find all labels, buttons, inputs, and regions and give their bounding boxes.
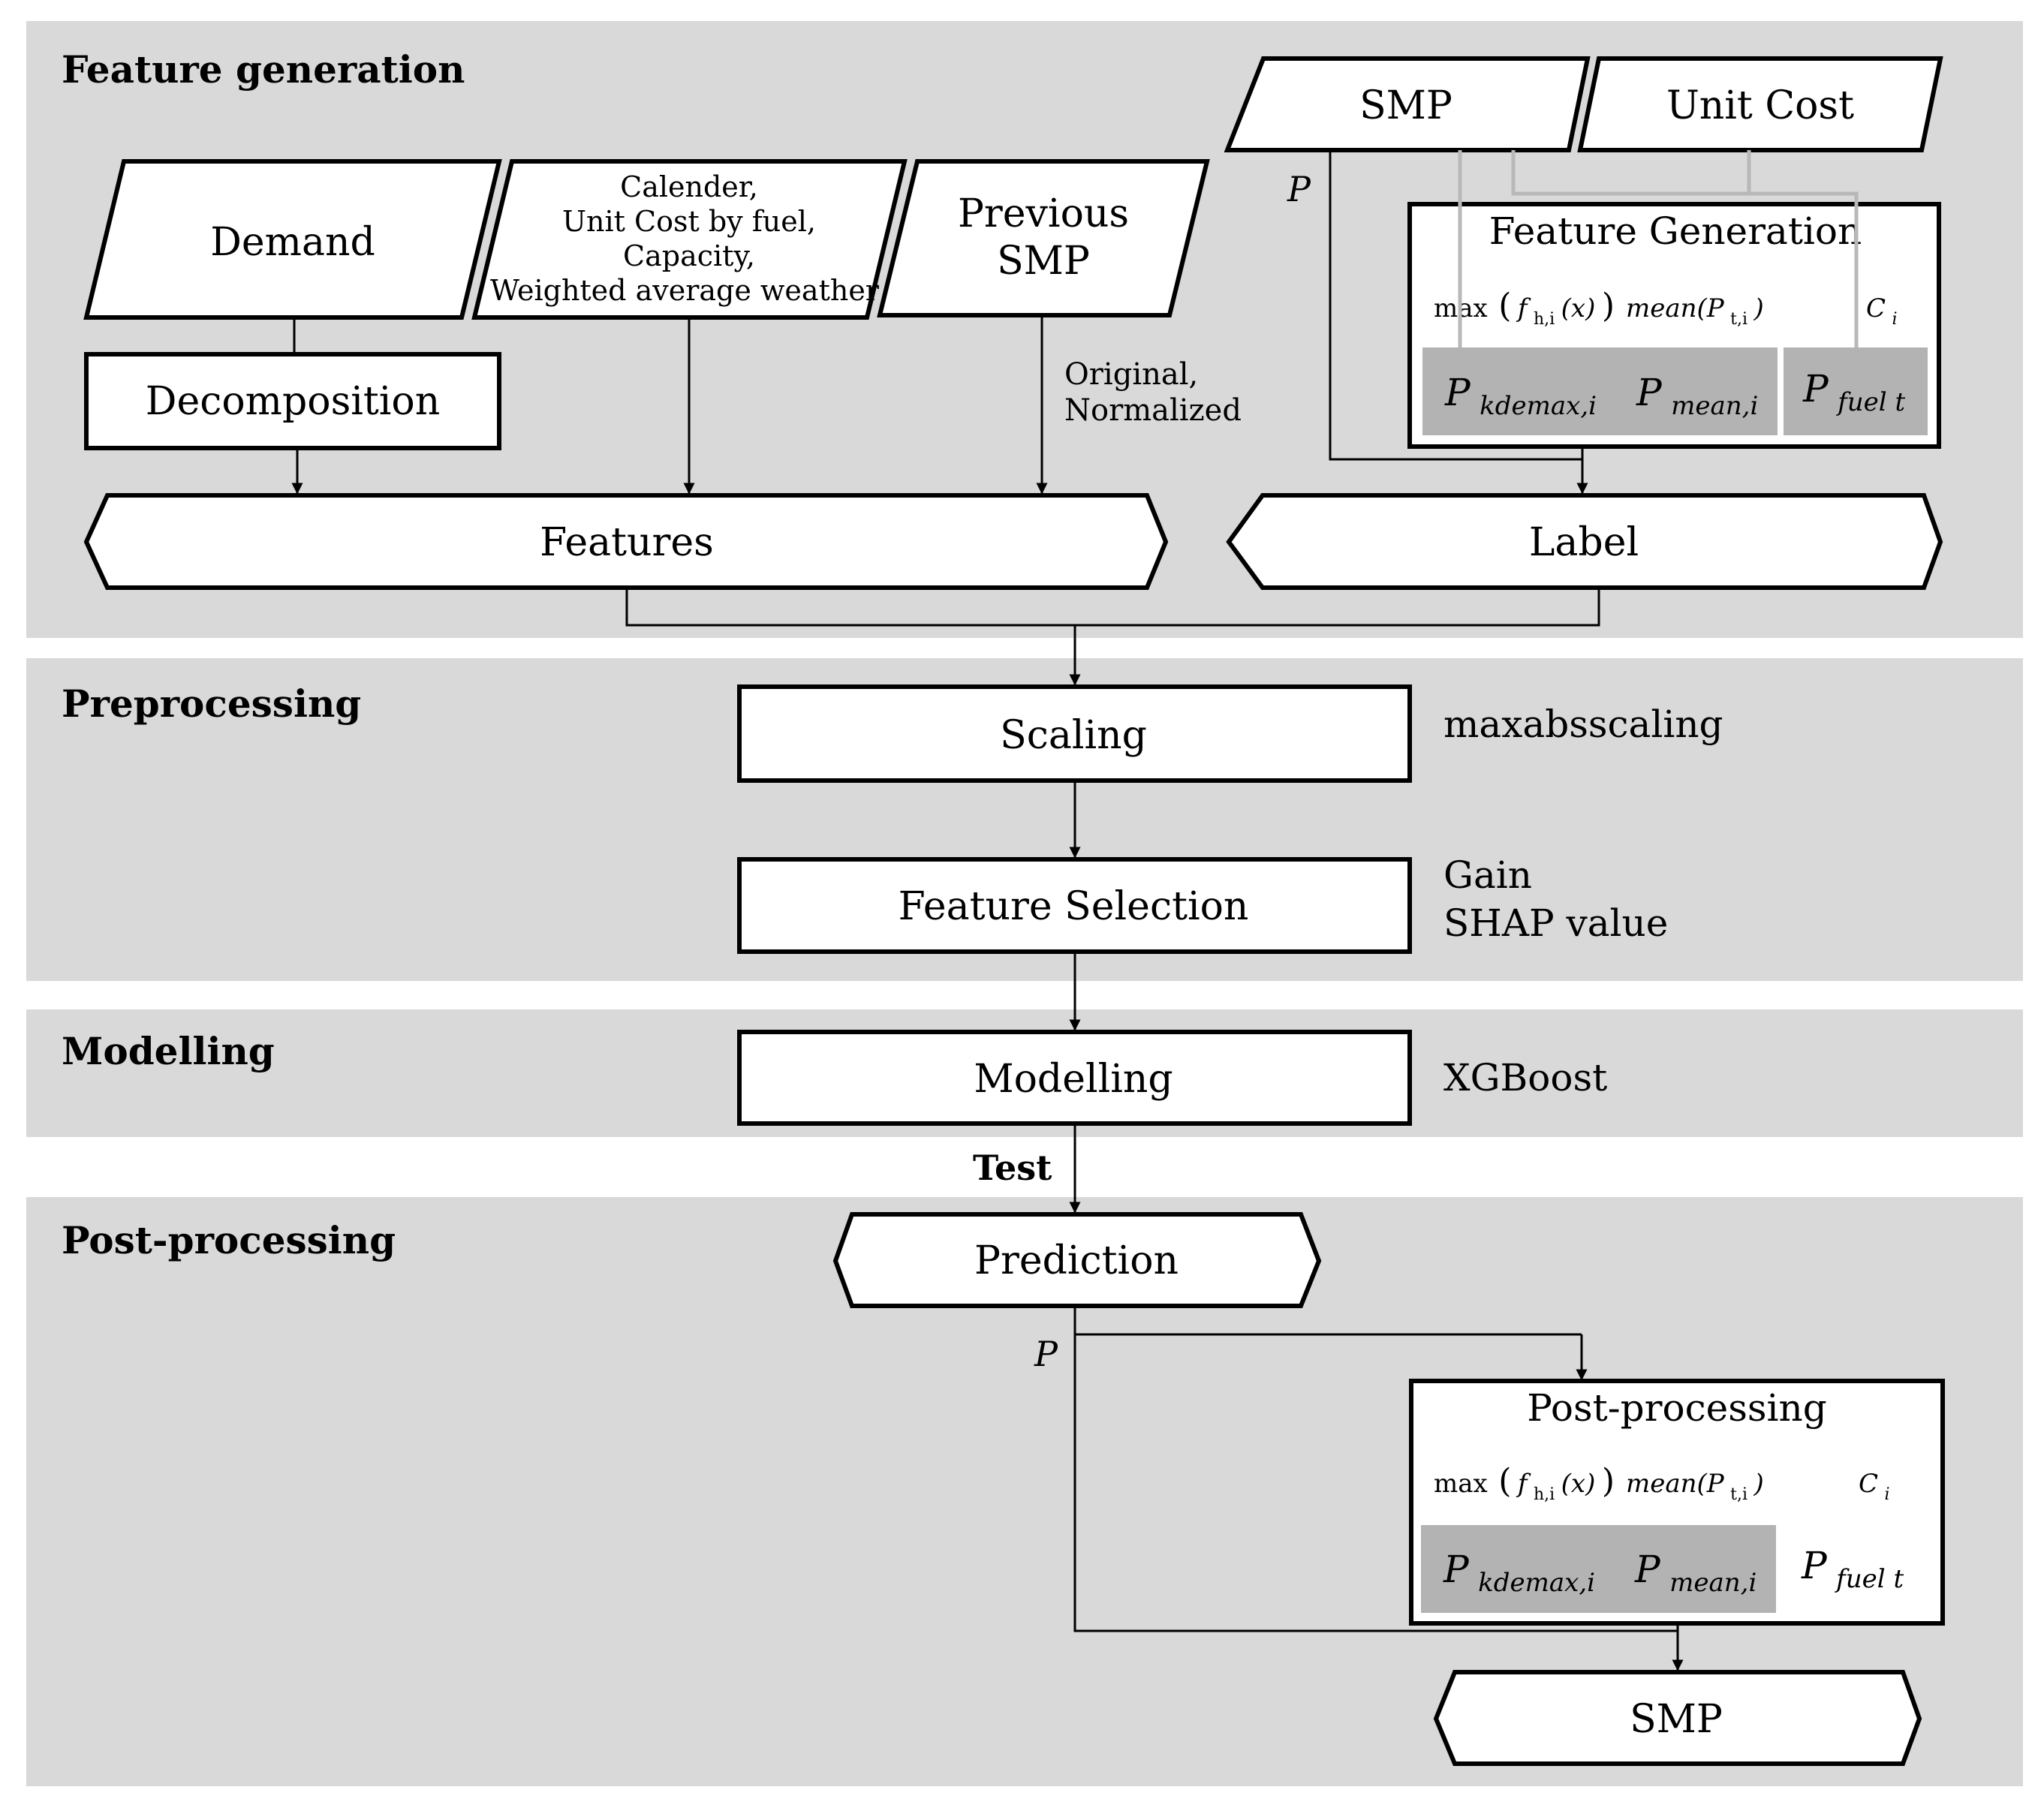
feature-selection-label: Feature Selection (899, 884, 1249, 929)
output-smp-label: SMP (1630, 1697, 1723, 1742)
previous-smp-line-1: Previous (958, 191, 1129, 236)
test-annotation: Test (973, 1148, 1052, 1188)
pp-max-formula: max ( f h,i (x) ) (1434, 1462, 1615, 1506)
prediction-label: Prediction (974, 1238, 1179, 1283)
calendar-line-3: Capacity, (623, 239, 755, 272)
calendar-line-4: Weighted average weather (490, 274, 880, 307)
smp-input (1224, 56, 1591, 152)
kdemax-output: P kdemax,i (1444, 371, 1597, 421)
section-title-modelling: Modelling (62, 1029, 275, 1073)
pp-c-formula: C i (1859, 1469, 1890, 1504)
c-formula: C i (1866, 293, 1898, 329)
p-label-bottom: P (1034, 1334, 1058, 1374)
pp-kdemax-output: P kdemax,i (1443, 1548, 1595, 1598)
features-box (83, 493, 1169, 590)
features-label-merge-line (625, 588, 1600, 627)
decomposition-label: Decomposition (146, 379, 440, 424)
unit-cost-label: Unit Cost (1666, 83, 1854, 128)
previous-smp-input (877, 159, 1210, 317)
modelling-box (737, 1030, 1412, 1126)
pp-kdemax-mean-cell (1421, 1525, 1776, 1613)
modelling-label: Modelling (974, 1057, 1173, 1102)
pp-fuel-output: P fuel t (1801, 1544, 1904, 1594)
decomposition-box (84, 352, 501, 450)
fuel-output: P fuel t (1802, 367, 1905, 417)
demand-label: Demand (210, 220, 375, 265)
mean-output: P mean,i (1636, 371, 1758, 421)
pp-mean-output: P mean,i (1634, 1548, 1757, 1598)
calendar-line-1: Calender, (620, 170, 758, 203)
output-smp-box (1433, 1670, 1922, 1766)
xgboost-annotation: XGBoost (1443, 1056, 1607, 1100)
unit-cost-to-fuel-line (1511, 150, 1751, 196)
previous-smp-line-2: SMP (997, 239, 1090, 284)
maxabsscaling-annotation: maxabsscaling (1443, 702, 1723, 746)
smp-input-label: SMP (1359, 83, 1452, 128)
gain-annotation: Gain (1443, 853, 1532, 897)
p-label-top: P (1287, 169, 1311, 209)
features-label: Features (540, 520, 714, 565)
mean-formula: mean(P t,i ) (1626, 293, 1764, 330)
smp-to-label-line (1329, 150, 1582, 461)
calendar-input (471, 159, 908, 320)
shap-annotation: SHAP value (1443, 901, 1668, 945)
prediction-to-smp-line (1073, 1334, 1678, 1632)
fuel-cell (1784, 347, 1928, 435)
pp-mean-formula: mean(P t,i ) (1626, 1469, 1764, 1506)
unit-cost-input (1577, 56, 1943, 152)
feature-generation-box-title: Feature Generation (1489, 209, 1862, 253)
normalized-annotation: Normalized (1064, 393, 1242, 428)
section-title-feature-generation: Feature generation (62, 47, 465, 92)
label-label: Label (1529, 520, 1639, 565)
section-title-post-processing: Post-processing (62, 1218, 396, 1262)
scaling-label: Scaling (1000, 713, 1147, 758)
post-processing-box-title: Post-processing (1527, 1386, 1827, 1430)
feature-selection-box (737, 857, 1412, 954)
unit-cost-branch-line (1749, 191, 1859, 347)
kdemax-mean-cell (1422, 347, 1778, 435)
demand-input (83, 159, 502, 320)
original-annotation: Original, (1064, 357, 1198, 392)
calendar-line-2: Unit Cost by fuel, (562, 205, 816, 238)
label-box (1226, 493, 1943, 590)
section-title-preprocessing: Preprocessing (62, 681, 361, 726)
prediction-box (832, 1212, 1322, 1308)
